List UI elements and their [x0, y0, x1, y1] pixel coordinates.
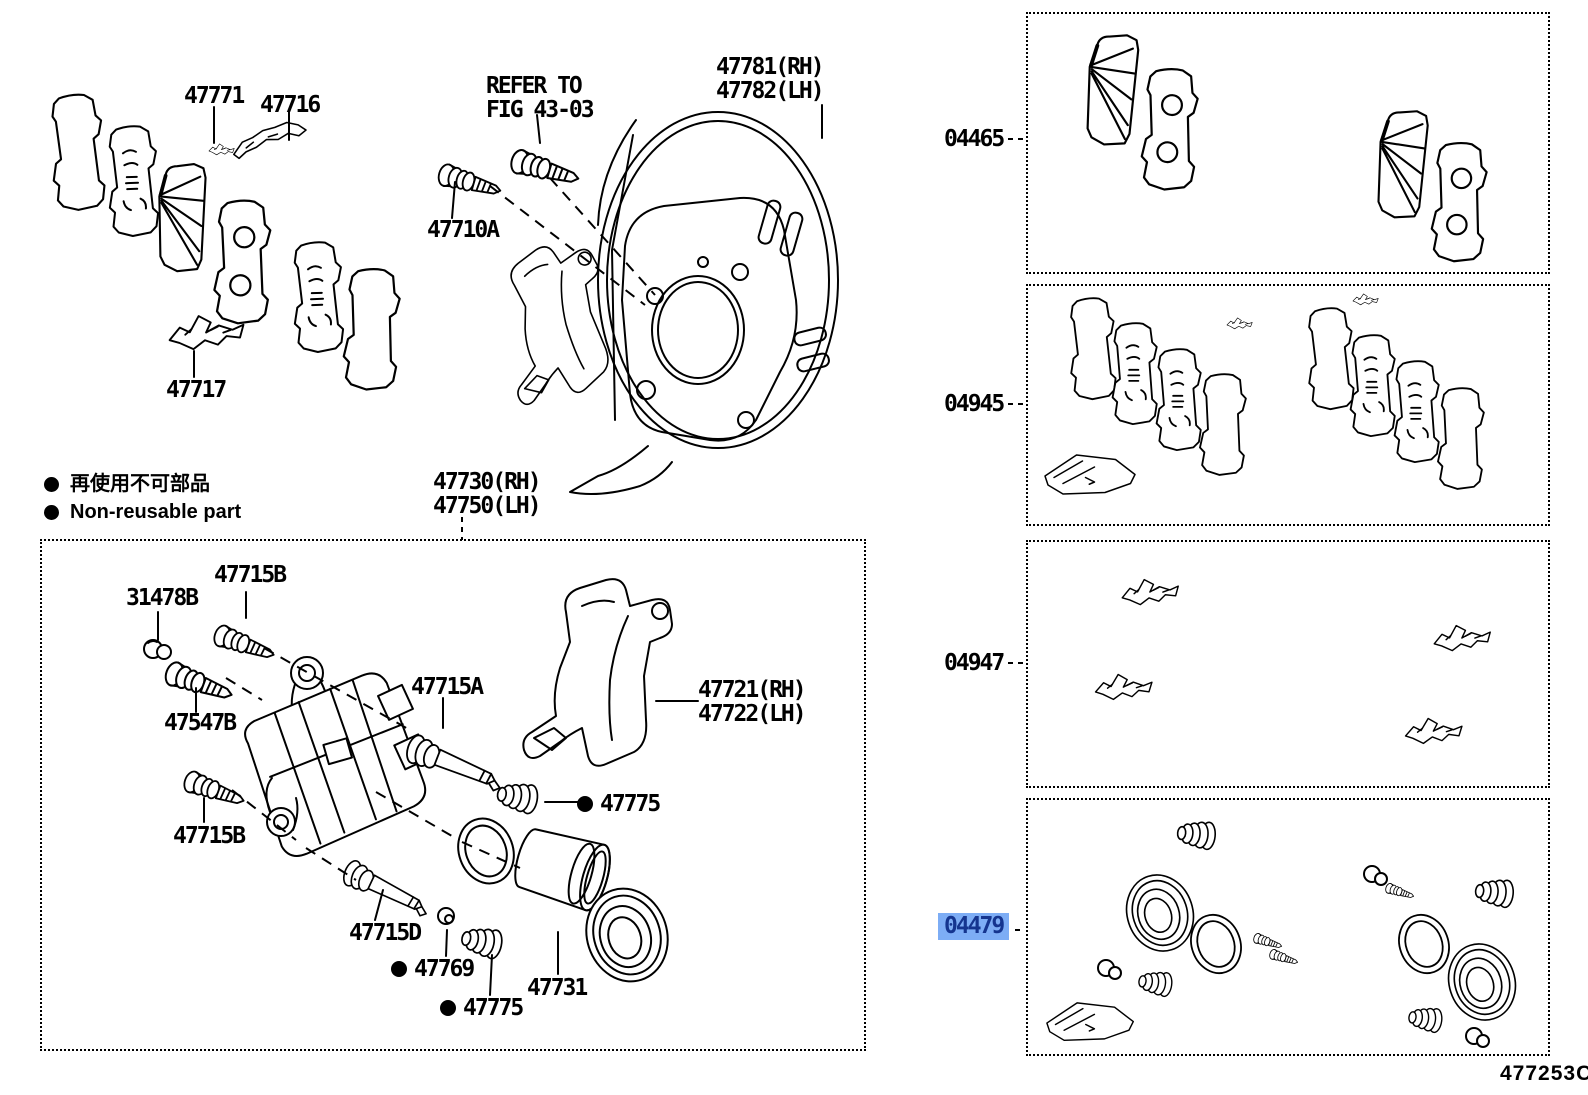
legend-non-reusable-en: Non-reusable part — [44, 501, 241, 523]
callout-47730-47750[interactable]: 47730(RH) 47750(LH) — [433, 469, 542, 519]
callout-47771[interactable]: 47771 — [184, 83, 245, 109]
non-reusable-dot-icon — [577, 796, 593, 812]
callout-47782[interactable]: 47782(LH) — [716, 78, 825, 104]
callout-31478B[interactable]: 31478B — [126, 585, 199, 611]
callout-47730[interactable]: 47730(RH) — [433, 469, 542, 495]
dust-shield-drawing — [569, 111, 839, 495]
callout-47775-bracket-text[interactable]: 47775 — [600, 791, 661, 817]
mounting-bolts-drawing — [435, 147, 583, 203]
brake-pad-stack-drawing — [49, 93, 401, 390]
callout-47769-text[interactable]: 47769 — [414, 956, 475, 982]
callout-47781[interactable]: 47781(RH) — [716, 54, 825, 80]
callout-47722[interactable]: 47722(LH) — [698, 701, 807, 727]
callout-47721[interactable]: 47721(RH) — [698, 677, 807, 703]
callout-47721-47722[interactable]: 47721(RH) 47722(LH) — [698, 677, 807, 727]
non-reusable-dot-icon — [44, 476, 59, 492]
callout-47775-bracket[interactable]: 47775 — [577, 791, 661, 817]
leader-lines-upper — [193, 104, 823, 540]
kit-box-04465 — [1026, 12, 1550, 274]
legend-en-text: Non-reusable part — [70, 501, 242, 523]
figure-code: 477253C — [1500, 1062, 1588, 1085]
legend-non-reusable-jp: 再使用不可部品 — [44, 473, 210, 495]
refer-note-line2: FIG 43-03 — [486, 97, 595, 123]
callout-47715D[interactable]: 47715D — [349, 920, 422, 946]
kit-label-04465[interactable]: 04465 — [944, 126, 1005, 152]
callout-47750[interactable]: 47750(LH) — [433, 493, 542, 519]
legend-jp-text: 再使用不可部品 — [70, 473, 210, 495]
kit-label-04945[interactable]: 04945 — [944, 391, 1005, 417]
refer-note-line1: REFER TO — [486, 73, 583, 99]
non-reusable-dot-icon — [44, 504, 59, 520]
callout-47781-47782[interactable]: 47781(RH) 47782(LH) — [716, 54, 825, 104]
callout-47731[interactable]: 47731 — [527, 975, 588, 1001]
callout-47716[interactable]: 47716 — [260, 92, 321, 118]
callout-47710A[interactable]: 47710A — [427, 217, 500, 243]
callout-47715B-upper[interactable]: 47715B — [214, 562, 287, 588]
callout-47715A[interactable]: 47715A — [411, 674, 484, 700]
callout-47769[interactable]: 47769 — [391, 956, 475, 982]
callout-47717[interactable]: 47717 — [166, 377, 227, 403]
callout-47775-cylinder[interactable]: 47775 — [440, 995, 524, 1021]
callout-47775-cylinder-text[interactable]: 47775 — [463, 995, 524, 1021]
caliper-kit-frame — [40, 539, 866, 1051]
kit-label-04947[interactable]: 04947 — [944, 650, 1005, 676]
non-reusable-dot-icon — [440, 1000, 456, 1016]
refer-note: REFER TO FIG 43-03 — [486, 73, 595, 123]
caliper-kit-drawing — [143, 578, 699, 996]
kit-box-04479 — [1026, 798, 1550, 1056]
kit-box-04945 — [1026, 284, 1550, 526]
non-reusable-dot-icon — [391, 961, 407, 977]
kit-label-04479-selected[interactable]: 04479 — [938, 913, 1010, 940]
kit-leader-lines — [1008, 138, 1025, 931]
callout-47547B[interactable]: 47547B — [164, 710, 237, 736]
callout-47715B-lower[interactable]: 47715B — [173, 823, 246, 849]
kit-box-04947 — [1026, 540, 1550, 788]
